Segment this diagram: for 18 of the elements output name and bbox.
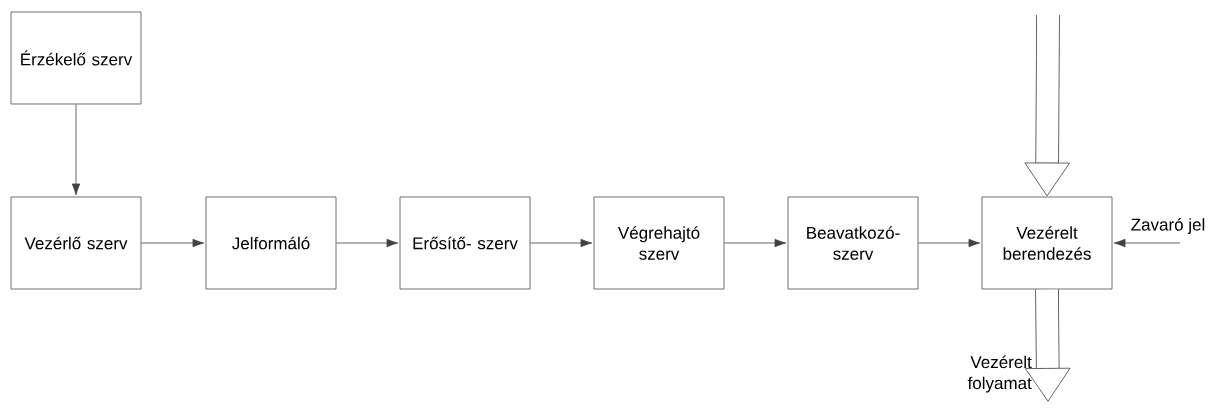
hollow-arrow bbox=[1024, 14, 1070, 197]
arrow bbox=[918, 238, 981, 248]
arrow bbox=[1113, 238, 1181, 248]
process-box: Beavatkozó- szerv bbox=[787, 196, 919, 290]
process-box: Érzékelő szerv bbox=[10, 11, 142, 105]
arrow bbox=[336, 238, 399, 248]
process-box: Vezérlő szerv bbox=[10, 196, 142, 290]
hollow-arrow bbox=[1025, 289, 1071, 402]
arrow bbox=[724, 238, 787, 248]
signal-label: Zavaró jel bbox=[1131, 218, 1205, 234]
arrow bbox=[141, 238, 205, 248]
process-box: Vezérelt berendezés bbox=[981, 196, 1113, 290]
arrow bbox=[71, 104, 81, 196]
process-box: Jelformáló bbox=[205, 196, 337, 290]
arrow bbox=[530, 238, 593, 248]
edge-label: Vezérelt folyamat bbox=[967, 355, 1032, 393]
process-box: Erősítő- szerv bbox=[399, 196, 531, 290]
process-box: Végrehajtó szerv bbox=[593, 196, 725, 290]
